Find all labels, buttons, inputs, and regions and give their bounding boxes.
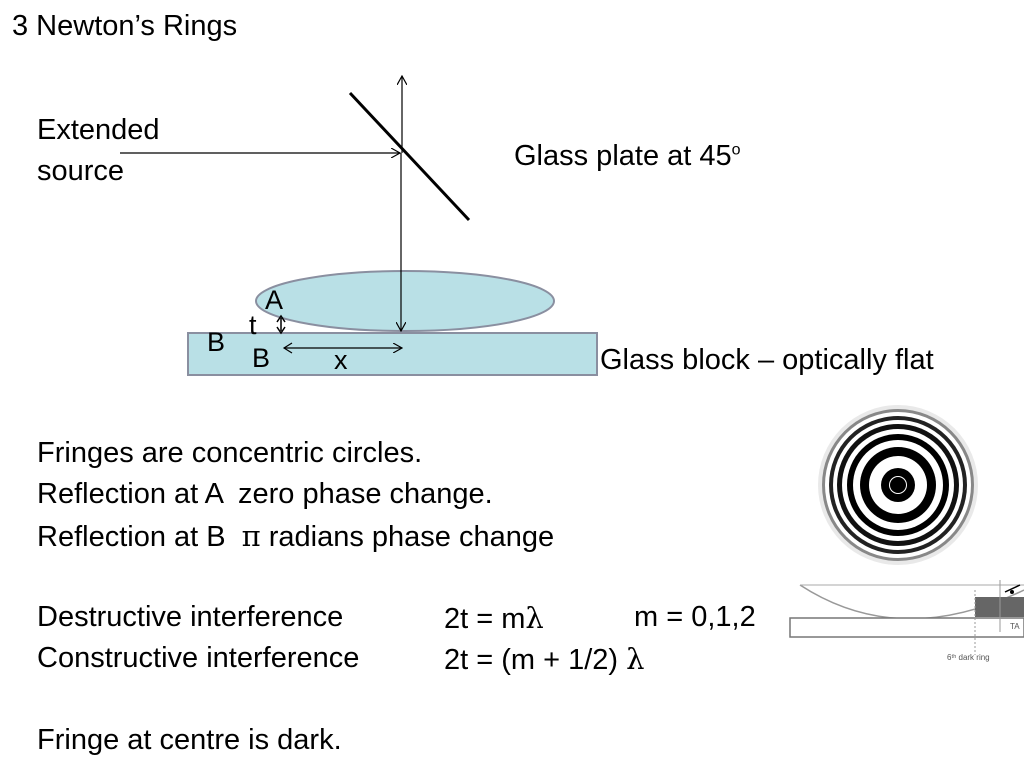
text-line-fringes: Fringes are concentric circles. xyxy=(37,437,423,469)
source-label-line-2: source xyxy=(37,155,125,187)
degree-superscript: o xyxy=(731,141,741,159)
reflection-a-label: Reflection at A xyxy=(37,478,224,510)
source-label-line-1: Extended xyxy=(37,114,160,146)
rings-pattern xyxy=(818,405,978,565)
label-b-inner: B xyxy=(252,343,271,373)
inset-side-text: TA xyxy=(1010,622,1020,631)
glass-plate xyxy=(348,91,471,222)
lambda-symbol: λ xyxy=(525,601,544,635)
m-values: m = 0,1,2 xyxy=(634,601,756,633)
reflection-b-label: Reflection at B xyxy=(37,521,226,553)
plate-label: Glass plate at 45o xyxy=(514,136,741,177)
block-label: Glass block – optically flat xyxy=(600,344,934,376)
glass-block xyxy=(187,332,598,376)
page-title: 3 Newton’s Rings xyxy=(12,10,238,42)
constructive-equation: 2t = (m + 1/2) λ xyxy=(444,642,645,677)
pi-symbol: π xyxy=(241,519,261,553)
constructive-eq: 2t = (m + 1/2) xyxy=(444,644,619,676)
label-a: A xyxy=(265,285,284,315)
text-line-reflection-b: Reflection at B π radians phase change xyxy=(37,519,554,554)
plate-label-text: Glass plate at 45 xyxy=(514,140,732,172)
destructive-equation: 2t = mλ xyxy=(444,601,544,636)
label-b-left: B xyxy=(207,327,226,357)
inset-side-view xyxy=(789,580,1024,655)
inset-caption: 6ᵗʰ dark ring xyxy=(947,653,990,662)
lens xyxy=(255,270,555,332)
reflection-a-value: zero phase change. xyxy=(238,478,493,510)
text-line-reflection-a: Reflection at A zero phase change. xyxy=(37,478,493,511)
text-line-destructive: Destructive interference xyxy=(37,601,343,634)
source-label: Extended source xyxy=(37,110,160,192)
destructive-label: Destructive interference xyxy=(37,601,344,633)
text-line-constructive: Constructive interference xyxy=(37,642,359,675)
reflection-b-value: radians phase change xyxy=(268,521,555,553)
lambda-symbol-2: λ xyxy=(626,642,645,676)
text-line-centre: Fringe at centre is dark. xyxy=(37,724,342,756)
label-x: x xyxy=(334,345,348,375)
label-t: t xyxy=(249,310,257,340)
destructive-eq: 2t = m xyxy=(444,603,526,635)
constructive-label: Constructive interference xyxy=(37,642,360,674)
